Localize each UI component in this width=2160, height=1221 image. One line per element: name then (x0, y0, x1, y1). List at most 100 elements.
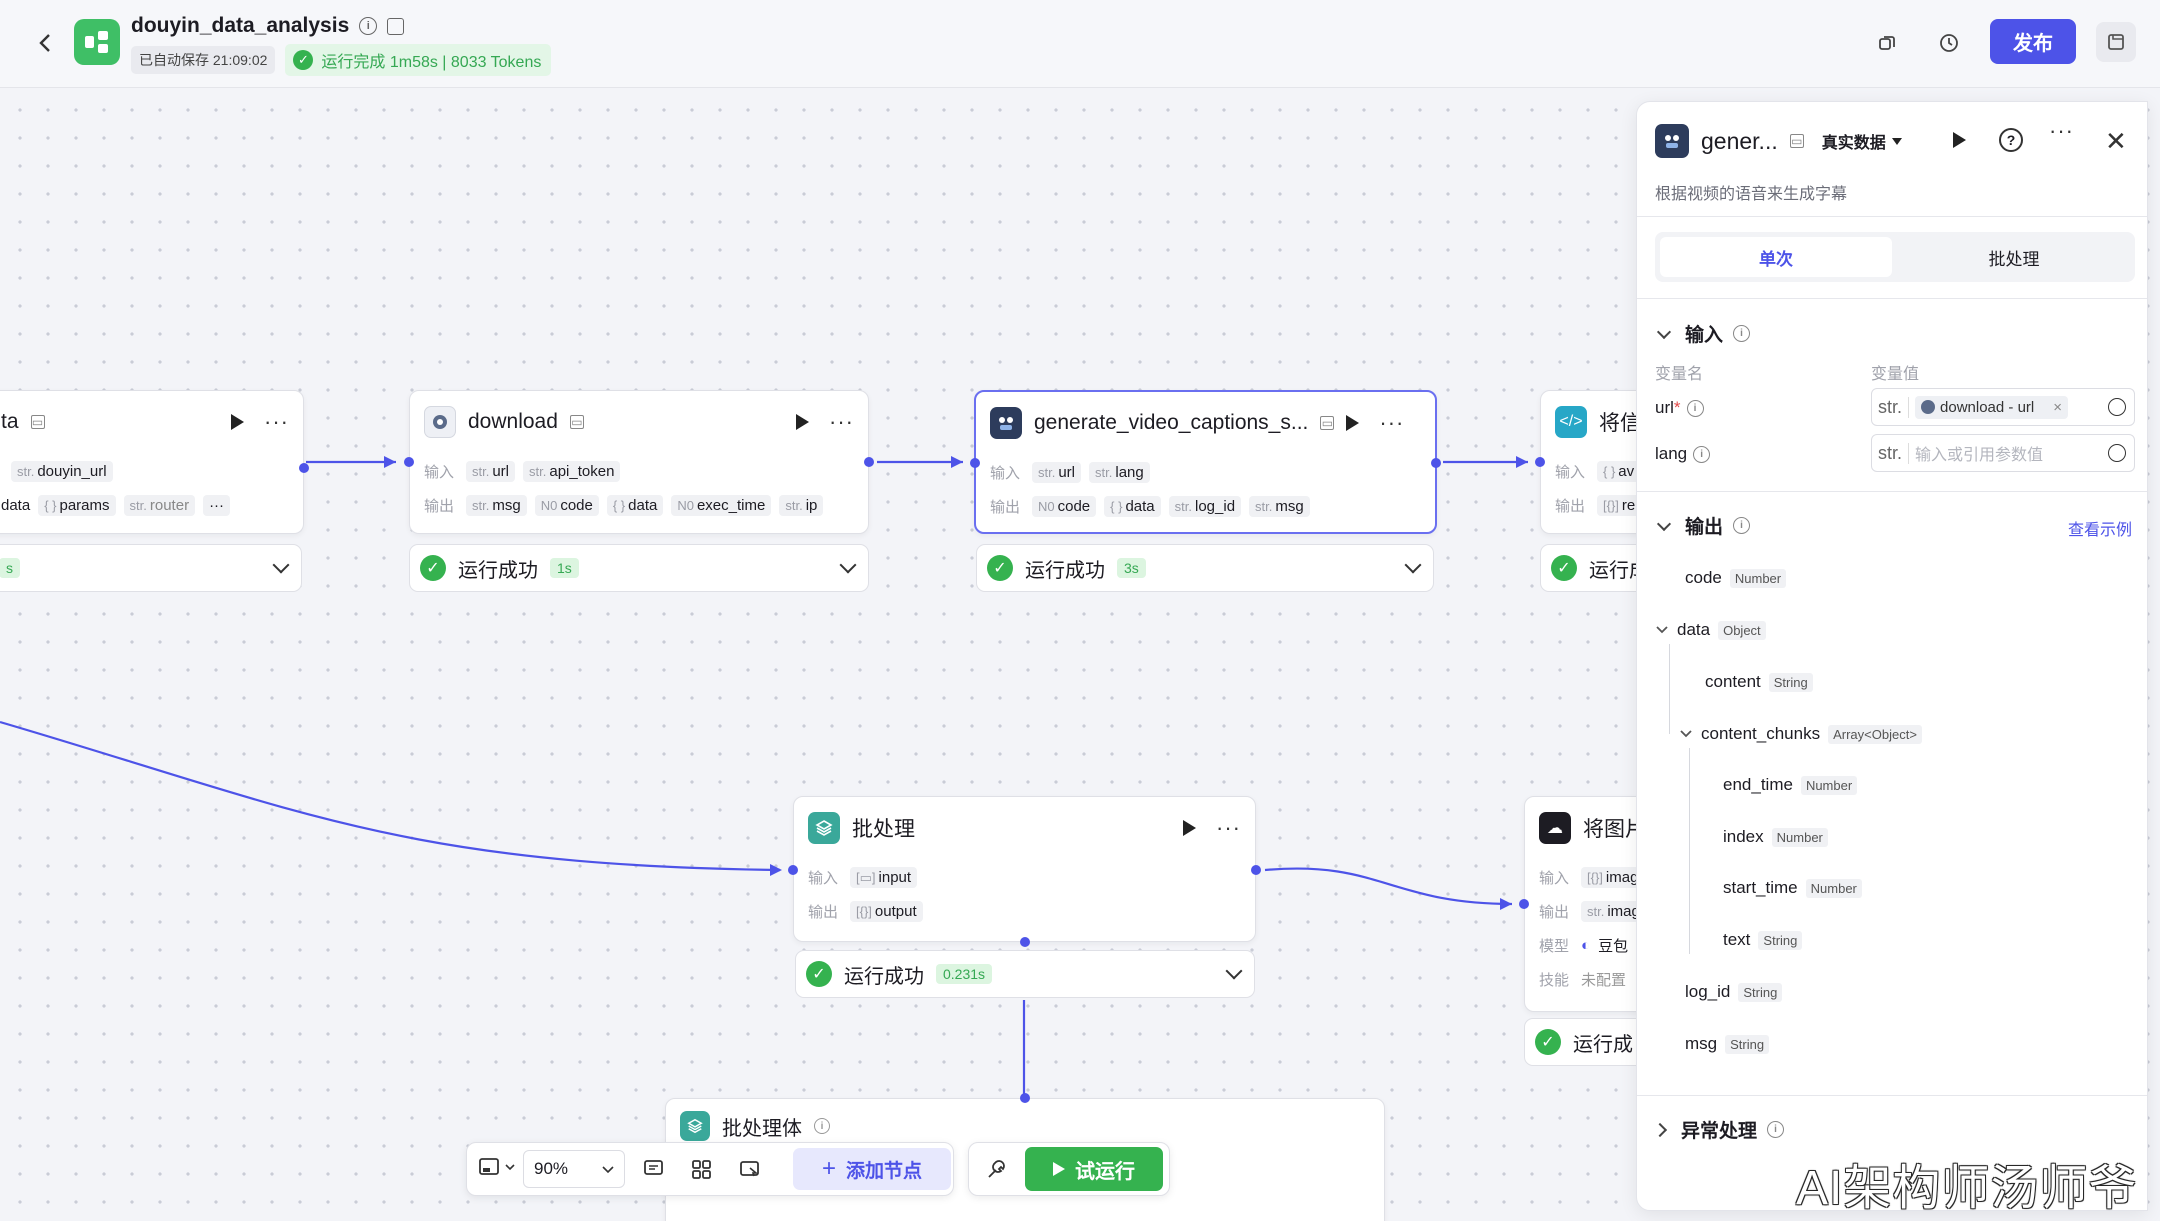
node-status-download[interactable]: ✓ 运行成功 1s (409, 544, 869, 592)
close-icon[interactable]: ✕ (2105, 126, 2127, 156)
output-chip: str.ip (779, 495, 824, 516)
info-icon[interactable]: i (1767, 1121, 1785, 1138)
variable-picker-icon[interactable] (2108, 398, 2126, 416)
node-left-partial[interactable]: ta ▭ ··· str.douyin_url data { }params s… (0, 390, 309, 534)
chevron-down-icon[interactable] (1404, 556, 1422, 574)
param-lang-input[interactable]: str. 输入或引用参数值 (1871, 434, 2135, 472)
info-icon[interactable]: i (1733, 325, 1751, 342)
info-icon[interactable]: i (359, 17, 378, 35)
info-icon[interactable]: i (1686, 399, 1704, 417)
node-title: 批处理体 (722, 1117, 802, 1140)
canvas-toolbar: 90% + 添加节点 (466, 1142, 954, 1196)
panel-header: gener... ▭ 真实数据 (1655, 124, 1902, 158)
node-download[interactable]: download ▭ ··· 输入 str.url str.api_token … (404, 390, 874, 534)
edge-batch-to-image (1264, 867, 1513, 906)
info-icon[interactable]: i (1733, 517, 1751, 534)
zoom-select[interactable]: 90% (523, 1150, 625, 1188)
more-outputs[interactable]: ··· (203, 495, 231, 516)
run-node-icon[interactable] (1183, 820, 1197, 836)
output-port[interactable] (299, 463, 309, 473)
debug-tool-icon[interactable] (985, 1159, 1007, 1186)
auto-layout-icon[interactable] (691, 1159, 713, 1184)
output-port[interactable] (1251, 865, 1261, 875)
output-chip: str.msg (1249, 496, 1310, 517)
history-icon[interactable] (1932, 26, 1966, 60)
output-chip: [{}]output (850, 901, 923, 922)
exception-section-header[interactable]: 异常处理 i (1652, 1116, 1785, 1143)
run-node-icon[interactable] (231, 414, 245, 430)
add-node-button[interactable]: + 添加节点 (793, 1148, 951, 1190)
output-chip: { }data (606, 495, 664, 516)
node-status-left-partial[interactable]: s (0, 544, 302, 592)
node-status-batch[interactable]: ✓ 运行成功 0.231s (795, 950, 1255, 998)
more-icon[interactable]: ··· (1216, 815, 1241, 840)
chevron-down-icon[interactable] (839, 556, 857, 574)
image-model-icon: ☁ (1539, 812, 1571, 844)
node-generate-video-captions[interactable]: generate_video_captions_s... ▭ ··· 输入 st… (970, 390, 1441, 534)
arrow-1 (384, 456, 396, 468)
info-icon[interactable]: i (814, 1118, 830, 1134)
batch-icon (808, 812, 840, 844)
run-node-icon[interactable] (796, 414, 810, 430)
test-run-button[interactable]: 试运行 (1025, 1147, 1163, 1191)
data-mode-select[interactable]: 真实数据 (1822, 129, 1902, 153)
remove-reference-icon[interactable]: × (2053, 398, 2062, 416)
output-label: 输出 (424, 498, 455, 515)
chevron-down-icon (1656, 516, 1672, 531)
chevron-right-icon (1652, 1122, 1668, 1137)
run-node-icon[interactable] (1346, 415, 1360, 431)
copy-icon[interactable] (1870, 26, 1904, 60)
save-icon: ▭ (1789, 134, 1804, 148)
publish-button[interactable]: 发布 (1990, 19, 2076, 64)
captions-plugin-icon (990, 407, 1022, 439)
output-port[interactable] (864, 457, 874, 467)
input-section-header[interactable]: 输入 i (1655, 320, 1751, 347)
tab-single[interactable]: 单次 (1660, 237, 1892, 277)
node-status-captions[interactable]: ✓ 运行成功 3s (976, 544, 1434, 592)
node-batch[interactable]: 批处理 ··· 输入 [▭]input 输出 [{}]output (788, 796, 1261, 947)
input-port[interactable] (1535, 457, 1545, 467)
param-url-input[interactable]: str. download - url × (1871, 388, 2135, 426)
info-icon[interactable]: i (1693, 445, 1711, 463)
body-port[interactable] (1020, 937, 1030, 947)
chevron-down-icon[interactable] (1225, 962, 1243, 980)
input-port[interactable] (1519, 899, 1529, 909)
input-chip: str.douyin_url (11, 461, 113, 482)
edit-icon[interactable] (387, 17, 405, 35)
input-chip: [▭]input (850, 867, 918, 888)
comment-icon[interactable] (643, 1159, 665, 1184)
more-icon[interactable]: ··· (1379, 410, 1405, 435)
view-example-link[interactable]: 查看示例 (2068, 522, 2133, 539)
node-title: 批处理 (852, 818, 915, 841)
input-port[interactable] (970, 458, 980, 468)
check-circle-icon: ✓ (987, 555, 1013, 581)
chevron-down-icon (1656, 324, 1672, 339)
variable-picker-icon[interactable] (2108, 444, 2126, 462)
reference-tag[interactable]: download - url × (1915, 395, 2068, 419)
interaction-mode-icon[interactable] (739, 1159, 761, 1184)
app-title[interactable]: douyin_data_analysis (131, 14, 350, 37)
output-port[interactable] (1431, 458, 1441, 468)
help-icon[interactable]: ? (1999, 128, 2023, 152)
col-name-header: 变量名 (1655, 366, 1704, 383)
app-title-row: douyin_data_analysis i (131, 14, 405, 38)
run-node-icon[interactable] (1953, 132, 1966, 148)
minimap-icon[interactable] (479, 1157, 515, 1177)
back-icon[interactable] (30, 28, 60, 58)
more-icon[interactable]: ··· (2049, 118, 2074, 143)
input-port[interactable] (1020, 1093, 1030, 1103)
chevron-down-icon[interactable] (272, 556, 290, 574)
layout-toggle-icon[interactable] (2096, 22, 2136, 62)
input-port[interactable] (404, 457, 414, 467)
more-icon[interactable]: ··· (264, 409, 289, 434)
more-icon[interactable]: ··· (829, 409, 854, 434)
output-section-header[interactable]: 输出 i (1655, 512, 1751, 539)
input-port[interactable] (788, 865, 798, 875)
tab-batch[interactable]: 批处理 (1988, 249, 2040, 269)
